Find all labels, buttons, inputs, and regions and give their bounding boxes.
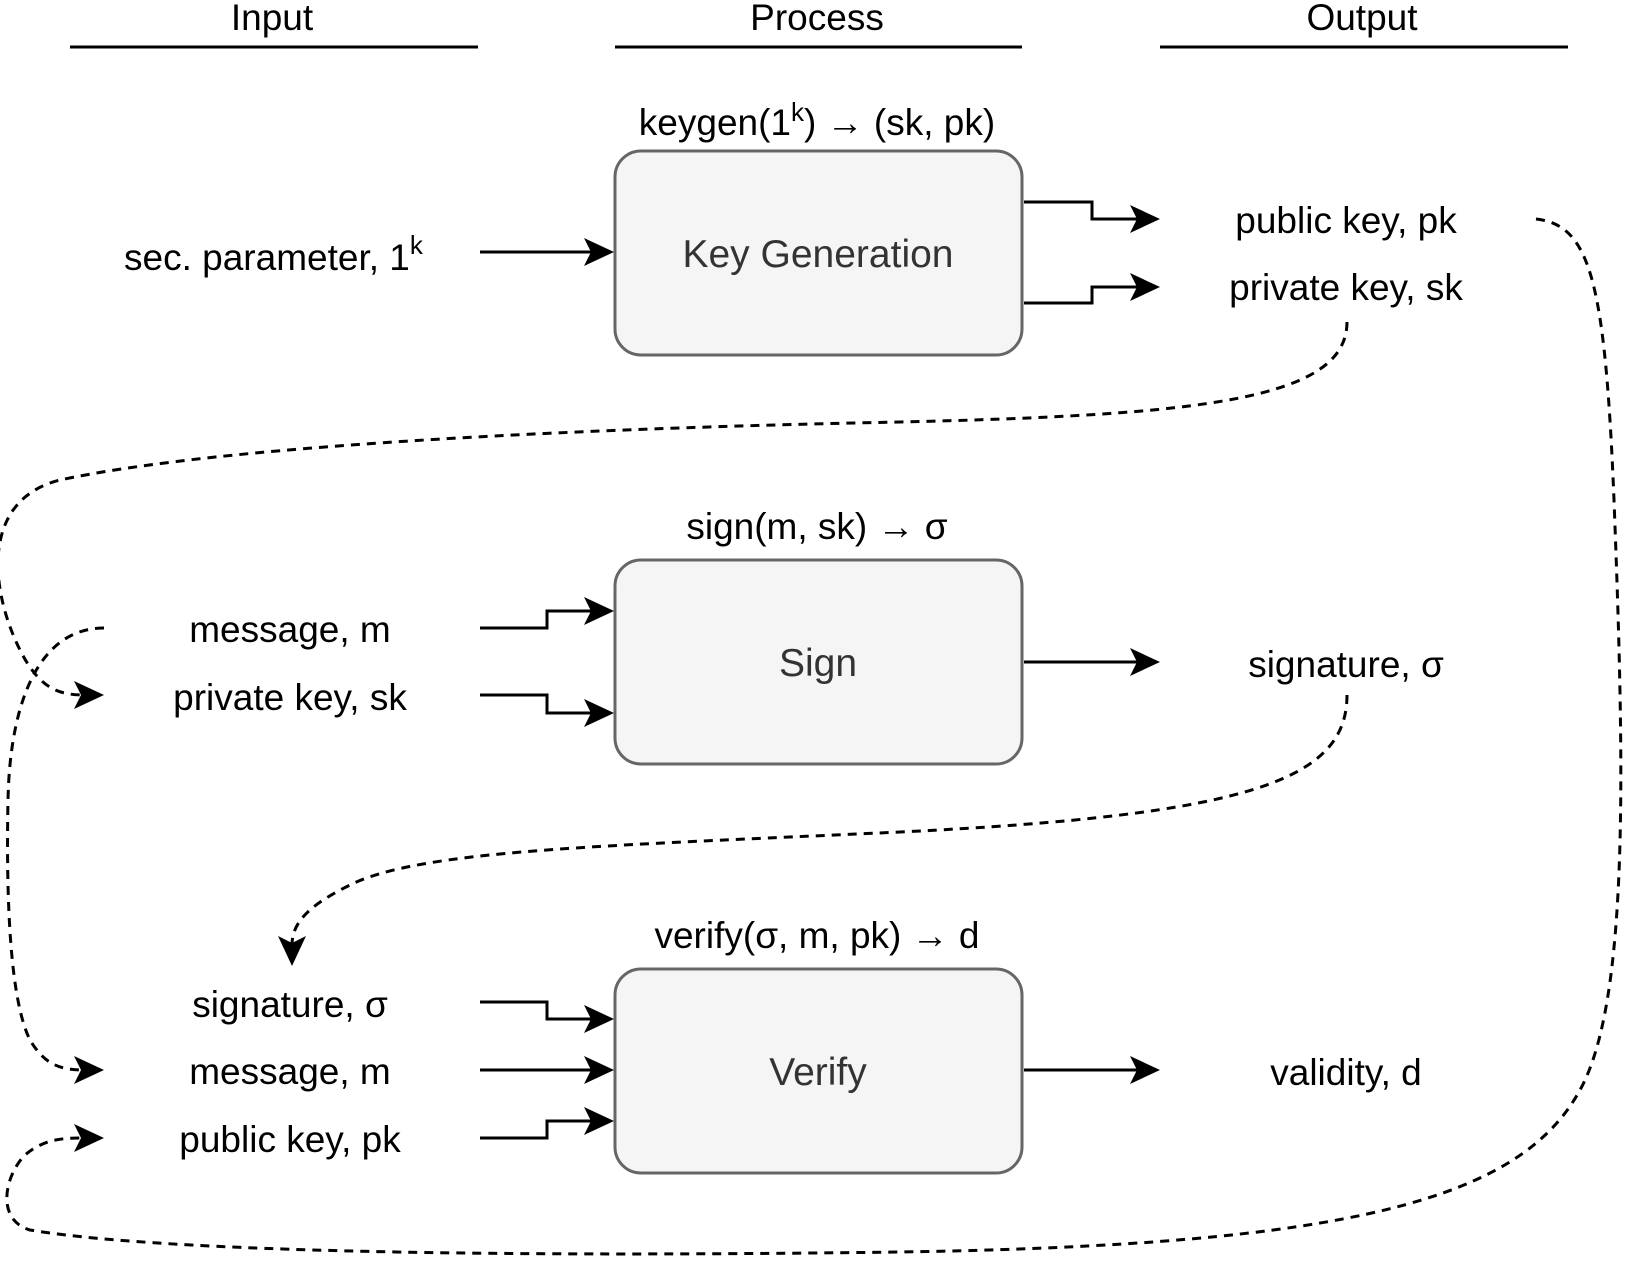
keygen-input-arrowhead — [584, 238, 614, 266]
keygen-pk-arrow — [1024, 200, 1143, 221]
header-process: Process — [750, 0, 884, 38]
header-input: Input — [231, 0, 314, 38]
connector-sk-to-sign — [0, 321, 1349, 697]
keygen-pk-arrowhead — [1130, 205, 1160, 233]
keygen-function-label: keygen(1k) → (sk, pk) — [639, 97, 995, 143]
sign-output-signature: signature, σ — [1248, 644, 1444, 685]
keygen-output-pk: public key, pk — [1235, 200, 1457, 241]
connector-pk-to-verify-arrowhead — [74, 1124, 104, 1152]
sign-input-private-key: private key, sk — [173, 677, 407, 718]
connector-message-to-verify-arrowhead — [74, 1056, 104, 1084]
verify-function-label: verify(σ, m, pk) → d — [654, 915, 979, 956]
keygen-box — [613, 149, 1024, 357]
verify-pk-arrowhead — [584, 1107, 614, 1135]
sign-box — [613, 558, 1024, 766]
verify-signature-arrowhead — [584, 1005, 614, 1033]
verify-pk-arrow — [480, 1119, 597, 1140]
verify-input-public-key: public key, pk — [179, 1119, 401, 1160]
sign-output-arrowhead — [1130, 648, 1160, 676]
keygen-output-sk: private key, sk — [1229, 267, 1463, 308]
connector-signature-to-verify — [290, 694, 1349, 946]
keygen-box-label: Key Generation — [682, 233, 953, 276]
verify-message-arrowhead — [584, 1056, 614, 1084]
sign-input-message: message, m — [189, 609, 391, 650]
verify-input-message: message, m — [189, 1051, 391, 1092]
sign-sk-arrow — [480, 693, 597, 715]
keygen-input-label: sec. parameter, 1k — [124, 230, 424, 278]
verify-box — [613, 967, 1024, 1175]
keygen-sk-arrow — [1024, 285, 1143, 305]
verify-box-label: Verify — [769, 1051, 867, 1094]
verify-output-arrowhead — [1130, 1056, 1160, 1084]
connector-signature-to-verify-arrowhead — [278, 936, 306, 966]
header-output: Output — [1306, 0, 1418, 38]
sign-function-label: sign(m, sk) → σ — [686, 506, 947, 547]
sign-box-label: Sign — [779, 642, 857, 685]
verify-output-validity: validity, d — [1270, 1052, 1422, 1093]
connector-sk-to-sign-arrowhead — [74, 681, 104, 709]
connector-pk-to-verify — [5, 217, 1623, 1256]
verify-input-signature: signature, σ — [192, 984, 388, 1025]
keygen-sk-arrowhead — [1130, 273, 1160, 301]
sign-sk-arrowhead — [584, 699, 614, 727]
sign-message-arrowhead — [584, 597, 614, 625]
verify-signature-arrow — [480, 1000, 597, 1021]
sign-message-arrow — [480, 609, 597, 630]
